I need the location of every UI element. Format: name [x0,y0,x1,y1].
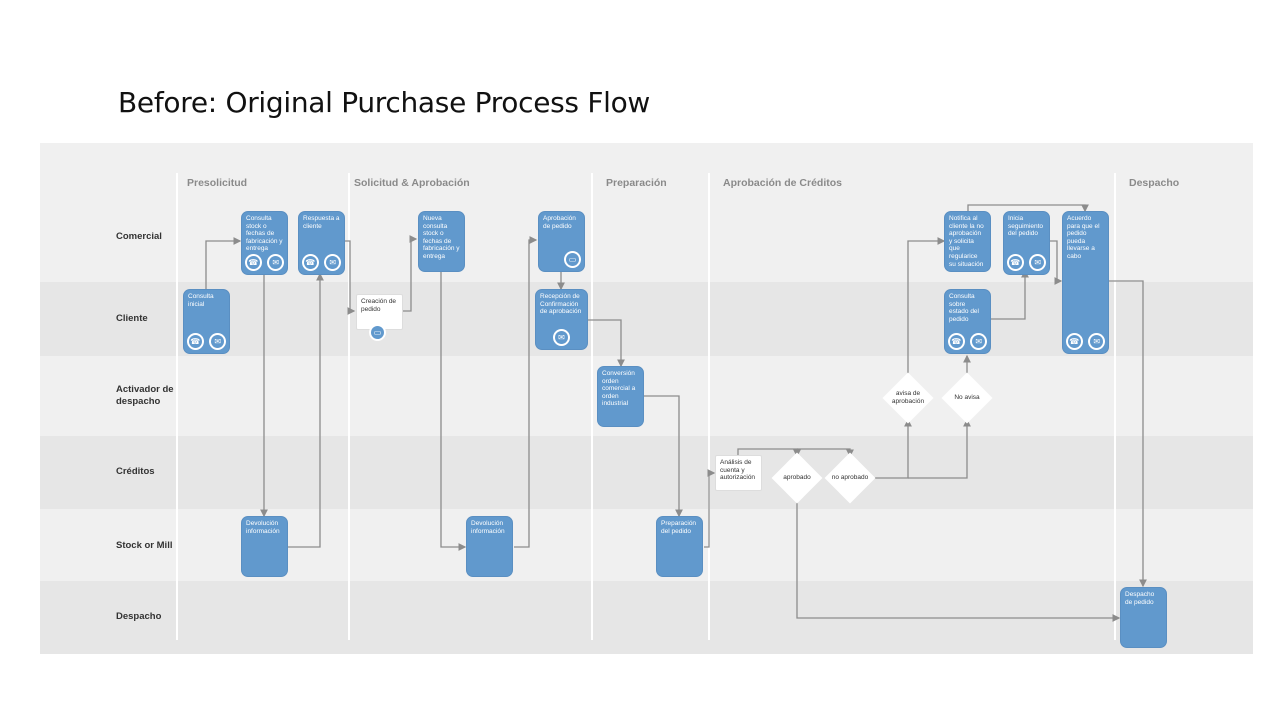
phone-icon: ☎ [1006,254,1024,271]
node-label: Conversión orden comercial a orden indus… [602,370,636,408]
phase-presolicitud: Presolicitud [187,177,248,189]
node-consulta-estado[interactable]: Consulta sobre estado del pedido ☎ ✉ [944,289,991,354]
node-label: Nueva consulta stock o fechas de fabrica… [423,215,460,260]
node-consulta-inicial[interactable]: Consulta inicial ☎ ✉ [183,289,230,354]
phase-preparacion: Preparación [606,177,667,189]
decision-avisa-aprobacion-label: avisa de aprobación [891,390,925,405]
phone-icon: ☎ [301,254,319,271]
node-label: Preparación del pedido [661,520,697,535]
mail-icon: ✉ [209,333,227,350]
lane-label-comercial: Comercial [116,231,162,242]
phone-icon: ☎ [947,333,965,350]
node-label: Recepción de Confirmación de aprobación [540,293,582,316]
column-separator [591,173,593,640]
node-label: Consulta inicial [188,293,214,308]
lane-label-despacho: Despacho [116,611,162,622]
phone-icon: ☎ [244,254,262,271]
node-devolucion-informacion-2[interactable]: Devolución información [466,516,513,577]
mail-icon: ✉ [1029,254,1047,271]
mail-icon: ✉ [970,333,988,350]
node-label: Aprobación de pedido [543,215,576,230]
mail-icon: ✉ [553,329,570,346]
phase-aprobacion-creditos: Aprobación de Créditos [723,177,843,189]
node-despacho-pedido[interactable]: Despacho de pedido [1120,587,1167,648]
decision-aprobado-label: aprobado [783,474,811,481]
column-separator [176,173,178,640]
column-separator [348,173,350,640]
node-label: Consulta stock o fechas de fabricación y… [246,215,283,253]
node-inicia-seguimiento[interactable]: Inicia seguimiento del pedido ☎ ✉ [1003,211,1050,275]
lane-label-creditos: Créditos [116,466,155,477]
node-notifica-cliente[interactable]: Notifica al cliente la no aprobación y s… [944,211,991,272]
node-label: Análisis de cuenta y autorización [720,459,756,482]
mail-icon: ✉ [1088,333,1106,350]
lane-band-stock [40,509,1253,581]
node-devolucion-informacion-1[interactable]: Devolución información [241,516,288,577]
node-recepcion-confirmacion[interactable]: Recepción de Confirmación de aprobación … [535,289,588,350]
lane-band-activador [40,356,1253,436]
column-separator [1114,173,1116,640]
node-label: Devolución información [471,520,505,535]
column-separator [708,173,710,640]
mail-icon: ✉ [324,254,342,271]
node-analisis-cuenta[interactable]: Análisis de cuenta y autorización [715,455,762,491]
node-label: Acuerdo para que el pedido pueda llevars… [1067,215,1100,260]
decision-no-aprobado-label: no aprobado [831,474,869,481]
node-preparacion-pedido[interactable]: Preparación del pedido [656,516,703,577]
node-conversion-orden[interactable]: Conversión orden comercial a orden indus… [597,366,644,427]
lane-band-despacho [40,581,1253,654]
decision-no-avisa-label: No avisa [954,394,980,401]
page-title: Before: Original Purchase Process Flow [118,86,651,119]
node-acuerdo[interactable]: Acuerdo para que el pedido pueda llevars… [1062,211,1109,354]
node-label: Devolución información [246,520,280,535]
lane-band-creditos [40,436,1253,509]
phone-icon: ☎ [186,333,204,350]
node-label: Notifica al cliente la no aprobación y s… [949,215,984,268]
phase-solicitud-aprobacion: Solicitud & Aprobación [354,177,470,189]
node-aprobacion-pedido[interactable]: Aprobación de pedido ▭ [538,211,585,272]
node-consulta-stock[interactable]: Consulta stock o fechas de fabricación y… [241,211,288,275]
computer-icon: ▭ [369,324,386,341]
lane-label-cliente: Cliente [116,313,148,324]
node-label: Creación de pedido [361,298,397,313]
node-label: Consulta sobre estado del pedido [949,293,979,323]
computer-icon: ▭ [564,251,581,268]
lane-label-activador: Activador de despacho [116,384,174,407]
lane-band-cliente [40,282,1253,356]
phone-icon: ☎ [1065,333,1083,350]
node-label: Respuesta a cliente [303,215,340,230]
lane-label-stock: Stock or Mill [116,540,173,551]
node-label: Despacho de pedido [1125,591,1155,606]
node-nueva-consulta[interactable]: Nueva consulta stock o fechas de fabrica… [418,211,465,272]
mail-icon: ✉ [267,254,285,271]
node-label: Inicia seguimiento del pedido [1008,215,1044,238]
phase-despacho: Despacho [1129,177,1180,189]
node-respuesta-cliente[interactable]: Respuesta a cliente ☎ ✉ [298,211,345,275]
